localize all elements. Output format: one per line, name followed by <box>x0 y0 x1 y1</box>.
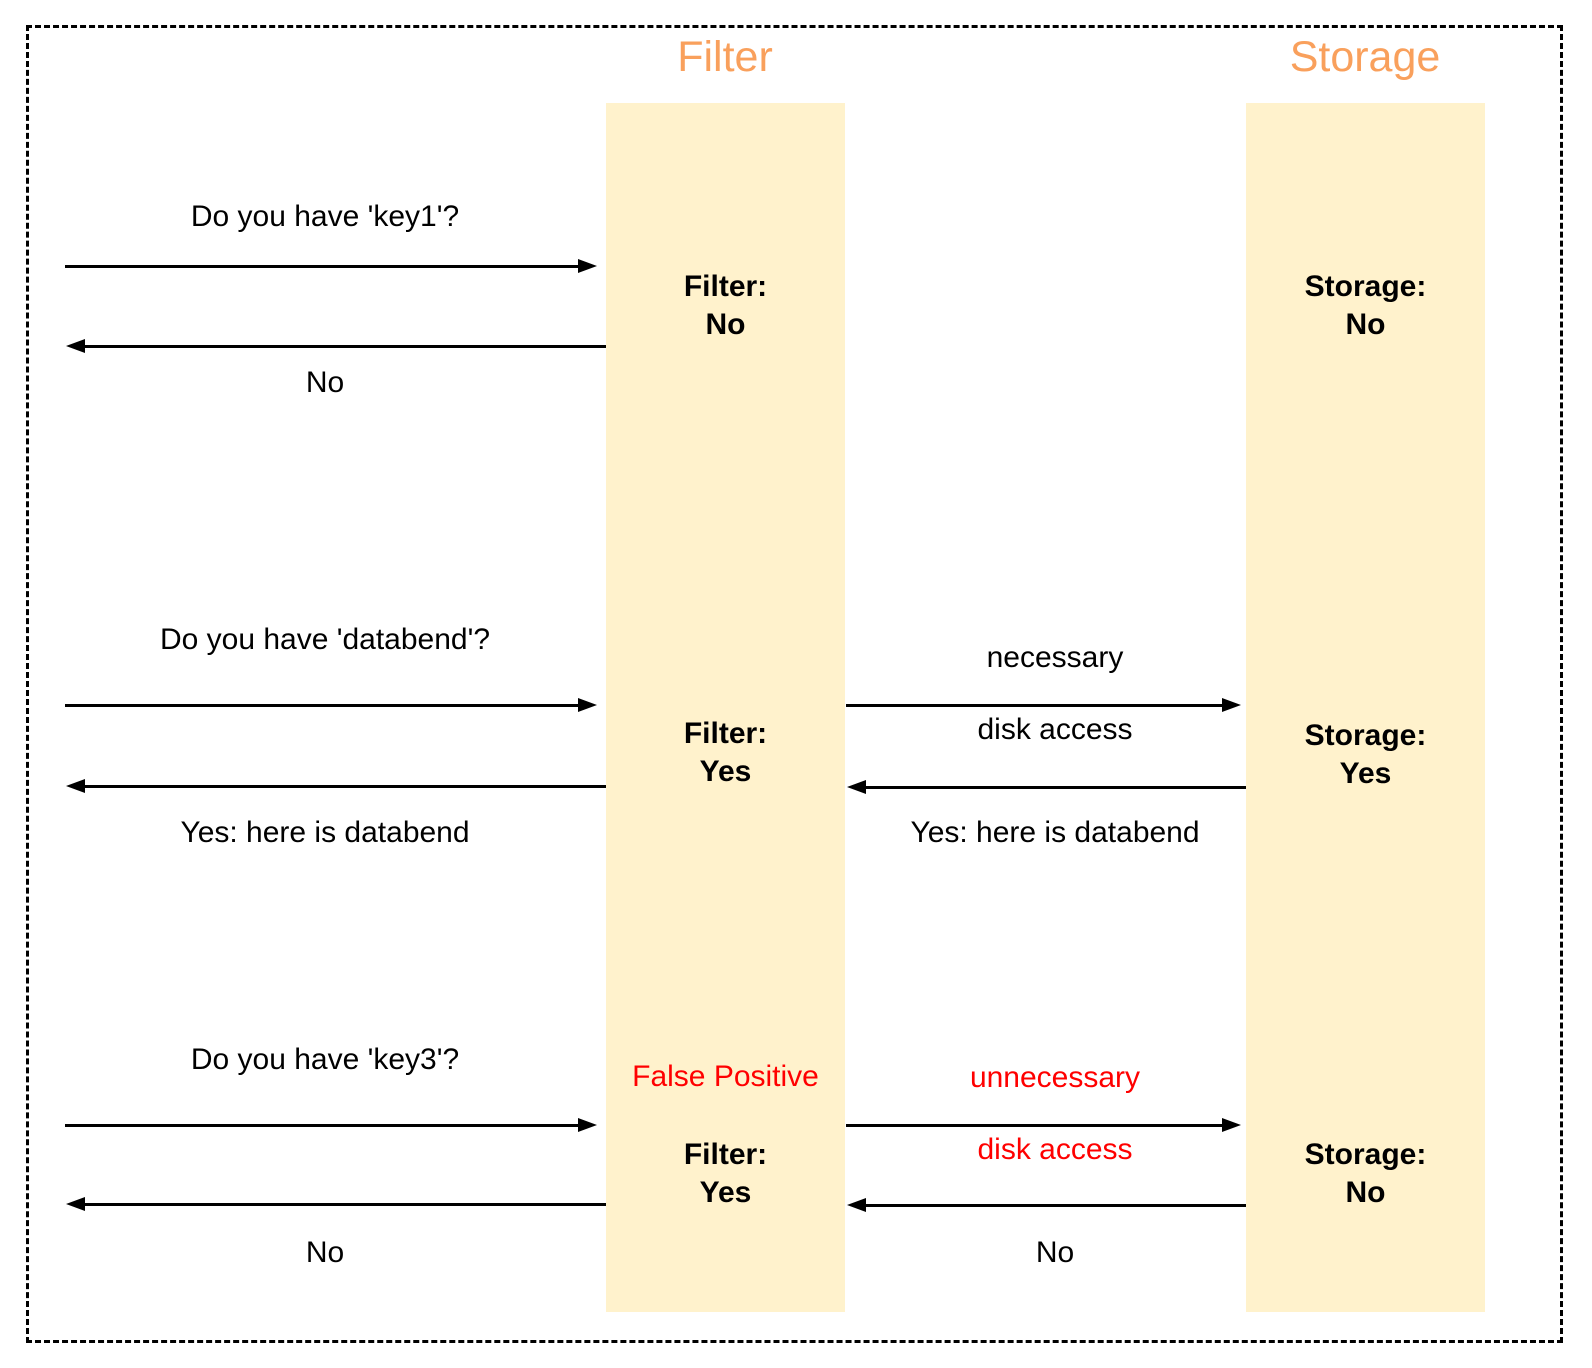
storage-state: Storage: No <box>1246 1136 1485 1212</box>
response-arrow <box>66 339 606 353</box>
disk-access-note-line1: unnecessary <box>969 1061 1141 1094</box>
response-arrow <box>66 779 606 793</box>
storage-response-label: No <box>1035 1236 1075 1269</box>
storage-state-label: Storage: <box>1304 270 1427 303</box>
filter-state-label: Filter: <box>683 717 768 750</box>
disk-access-note: unnecessary disk access <box>855 1024 1255 1204</box>
disk-access-note-line2: disk access <box>977 1133 1133 1166</box>
filter-header: Filter <box>677 33 773 81</box>
storage-state-label: Storage: <box>1304 719 1427 752</box>
request-label: Do you have 'key3'? <box>190 1043 460 1076</box>
response-arrow <box>66 1197 606 1211</box>
request-arrow <box>65 259 597 273</box>
request-label: Do you have 'key1'? <box>190 200 460 233</box>
storage-state-value: No <box>1345 308 1386 341</box>
storage-request-arrow <box>846 698 1241 712</box>
storage-state-label: Storage: <box>1304 1138 1427 1171</box>
storage-header: Storage <box>1289 33 1441 81</box>
filter-state-value: Yes <box>699 1176 752 1209</box>
filter-state: Filter: Yes <box>606 1136 845 1212</box>
disk-access-note-line1: necessary <box>986 641 1124 674</box>
response-label: No <box>305 366 345 399</box>
filter-state-value: Yes <box>699 755 752 788</box>
filter-lifeline <box>606 103 845 1312</box>
storage-request-arrow <box>846 1118 1241 1132</box>
false-positive-label: False Positive <box>632 1060 819 1093</box>
filter-state-value: No <box>705 308 746 341</box>
request-arrow <box>65 698 597 712</box>
storage-lifeline <box>1246 103 1485 1312</box>
storage-state-value: No <box>1345 1176 1386 1209</box>
disk-access-note: necessary disk access <box>855 604 1255 784</box>
storage-state-value: Yes <box>1339 757 1392 790</box>
storage-response-arrow <box>847 780 1246 794</box>
filter-state: Filter: Yes <box>606 715 845 791</box>
request-label: Do you have 'databend'? <box>159 623 491 656</box>
response-label: Yes: here is databend <box>180 816 470 849</box>
filter-state-label: Filter: <box>683 1138 768 1171</box>
disk-access-note-line2: disk access <box>977 713 1133 746</box>
storage-response-arrow <box>847 1198 1246 1212</box>
request-arrow <box>65 1118 597 1132</box>
filter-state: Filter: No <box>606 268 845 344</box>
storage-state: Storage: No <box>1246 268 1485 344</box>
storage-state: Storage: Yes <box>1246 717 1485 793</box>
storage-response-label: Yes: here is databend <box>910 816 1200 849</box>
diagram-border <box>26 25 1563 1343</box>
response-label: No <box>305 1236 345 1269</box>
filter-state-label: Filter: <box>683 270 768 303</box>
